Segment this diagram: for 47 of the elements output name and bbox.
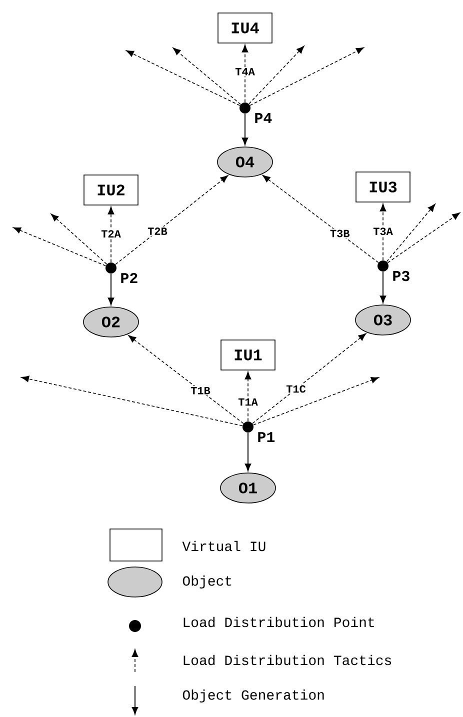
edge-label: T1B [190,386,212,396]
generation-arrow [242,113,248,146]
edge-label: T1C [285,384,307,394]
edge-label: T2B [146,226,168,236]
tactics-arrow [128,335,244,424]
edge-label: T2A [100,229,122,239]
distribution-point [240,102,250,114]
tactics-arrow [248,46,304,104]
iu-box: IU1 [220,340,276,370]
iu-box: IU2 [84,174,138,206]
tactics-arrow [115,175,228,265]
legend-text: Load Distribution Tactics [184,654,392,666]
tactics-arrow [108,206,114,263]
tactics-arrow [126,50,240,106]
tactics-arrow [252,333,366,424]
point-label: P3 [393,270,410,282]
generation-arrow [108,273,114,306]
iu-box: IU3 [356,172,410,202]
tactics-arrow [13,227,106,266]
point-label: P1 [258,432,275,442]
edge-label: T4A [234,67,256,76]
edge-label: T3B [328,228,351,238]
tactics-arrow [252,377,379,426]
tactics-arrow [262,174,379,263]
tactics-arrow [242,44,248,103]
distribution-point [378,260,388,272]
generation-arrow [380,271,386,304]
iu-box: IU4 [218,12,272,44]
generation-arrow [244,432,252,472]
tactics-arrow [21,376,243,426]
tactics-arrow [386,204,436,262]
point-label: P4 [255,113,272,123]
distribution-point [242,422,254,432]
edge-label: T1A [237,397,259,407]
tactics-arrow [50,214,108,265]
tactics-arrow [380,204,386,261]
distribution-point [106,262,116,274]
point-label: P2 [121,272,138,284]
legend-text: Virtual IU [182,540,266,552]
tactics-arrow [244,372,252,422]
edge-label: T3A [372,226,394,236]
tactics-arrow [387,212,460,264]
tactics-arrow [250,47,364,106]
legend-text: Object Generation [182,689,324,703]
legend-text: Object [182,575,232,589]
legend-text: Load Distribution Point [184,616,374,628]
tactics-arrow [172,48,242,105]
